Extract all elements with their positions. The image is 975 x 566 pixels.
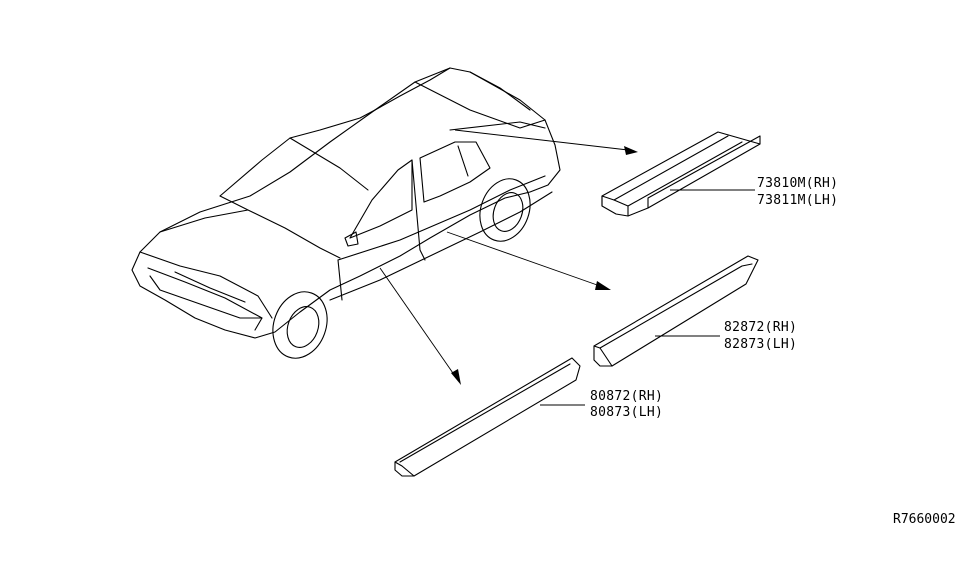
roof-molding-lh-label: 73811M(LH) bbox=[757, 193, 838, 208]
callout-arrows bbox=[379, 129, 638, 385]
roof-molding-part bbox=[601, 131, 761, 217]
rear-door-molding-lh-label: 82873(LH) bbox=[724, 337, 797, 352]
rear-door-molding-part bbox=[593, 255, 759, 367]
roof-molding-rh-label: 73810M(RH) bbox=[757, 176, 838, 191]
front-door-molding-lh-label: 80873(LH) bbox=[590, 405, 663, 420]
rear-door-molding-rh-label: 82872(RH) bbox=[724, 320, 797, 335]
sedan-illustration bbox=[131, 67, 561, 359]
diagram-reference-code: R7660002 bbox=[893, 512, 956, 527]
front-door-molding-part bbox=[394, 357, 585, 477]
front-door-molding-rh-label: 80872(RH) bbox=[590, 389, 663, 404]
